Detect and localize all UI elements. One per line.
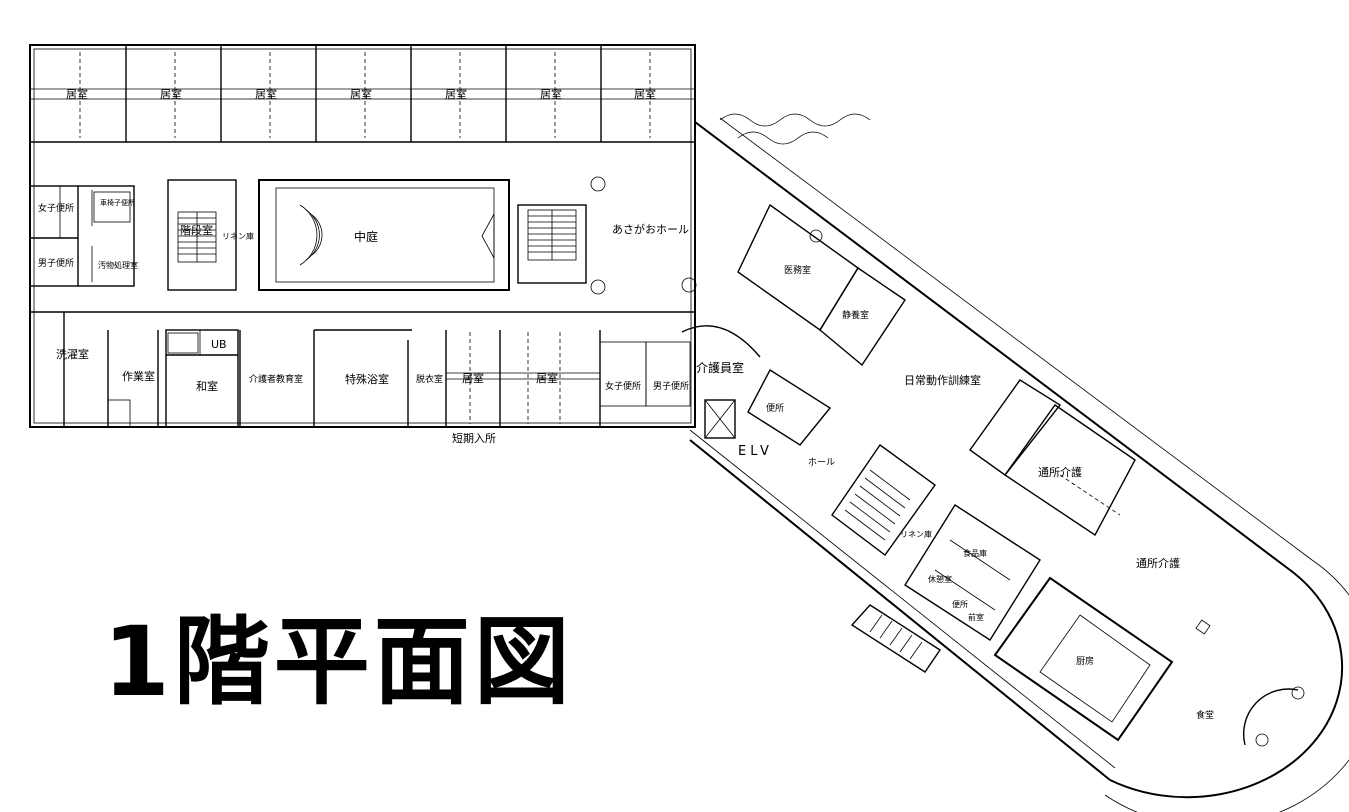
label-changing-room: 脱衣室 (416, 373, 443, 385)
label-wheelchair-toilet: 車椅子便所 (100, 198, 135, 207)
label-kyoshitsu-6: 居室 (540, 87, 562, 101)
label-anteroom: 前室 (968, 612, 984, 622)
label-courtyard: 中庭 (354, 229, 378, 244)
label-waste-room: 汚物処理室 (98, 260, 138, 270)
label-kyoshitsu-3: 居室 (255, 87, 277, 101)
label-rest-room: 静養室 (842, 309, 869, 321)
label-medical-room: 医務室 (784, 264, 811, 276)
toilet-block (29, 185, 135, 287)
label-special-bath: 特殊浴室 (345, 372, 389, 386)
label-kyoshitsu-7: 居室 (634, 87, 656, 101)
label-laundry: 洗濯室 (56, 347, 89, 361)
east-wing-interior (681, 203, 1305, 747)
label-kyoshitsu-5: 居室 (445, 87, 467, 101)
page-title: 1階平面図 (103, 606, 574, 718)
label-mens-toilet-2: 男子便所 (653, 380, 689, 392)
label-caregiver-room: 介護員室 (696, 360, 744, 375)
main-stair (517, 204, 587, 284)
label-womens-toilet-2: 女子便所 (605, 380, 641, 392)
label-kyoshitsu-1: 居室 (66, 87, 88, 101)
label-break-room: 休憩室 (928, 574, 952, 584)
label-kyoshitsu-9: 居室 (536, 371, 558, 385)
label-kyoshitsu-8: 居室 (462, 371, 484, 385)
label-linen-west: リネン庫 (222, 231, 254, 241)
label-asagao-hall: あさがおホール (612, 222, 689, 236)
label-toilet-kitchen: 便所 (952, 599, 968, 609)
east-wing-walls (689, 113, 1349, 812)
label-hall: ホール (808, 457, 835, 468)
label-linen-east: リネン庫 (900, 529, 932, 539)
stair-room (167, 179, 237, 291)
courtyard (258, 179, 510, 291)
label-dining: 食堂 (1196, 709, 1214, 721)
label-kitchen: 厨房 (1076, 655, 1094, 667)
label-ub: UB (211, 338, 227, 351)
label-toilet-east: 便所 (766, 402, 784, 414)
label-kyoshitsu-2: 居室 (160, 87, 182, 101)
west-wing-walls (29, 44, 696, 428)
label-training-room: 日常動作訓練室 (904, 373, 981, 387)
label-workroom: 作業室 (122, 369, 155, 383)
label-daycare-2: 通所介護 (1136, 556, 1180, 570)
hall-columns (590, 176, 697, 295)
label-food-storage: 食品庫 (963, 548, 987, 558)
label-kyoshitsu-4: 居室 (350, 87, 372, 101)
label-daycare-1: 通所介護 (1038, 465, 1082, 479)
south-rooms (30, 311, 695, 428)
label-elevator: ELV (738, 444, 773, 459)
room-labels: 居室 居室 居室 居室 居室 居室 居室 女子便所 車椅子便所 男子便所 汚物処… (38, 87, 1214, 721)
label-caregiver-education: 介護者教育室 (249, 373, 303, 385)
label-womens-toilet: 女子便所 (38, 202, 74, 214)
label-mens-toilet: 男子便所 (38, 257, 74, 269)
label-japanese-room: 和室 (196, 379, 218, 393)
label-short-stay: 短期入所 (452, 431, 496, 445)
label-stair-room: 階段室 (180, 223, 213, 237)
